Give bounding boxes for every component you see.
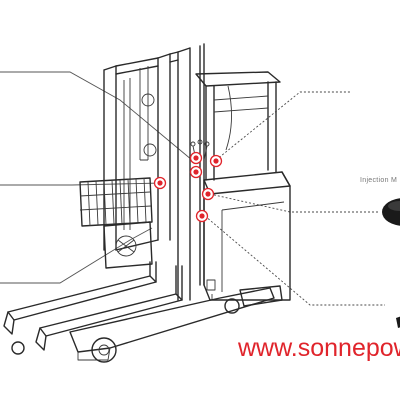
fork-right-tip bbox=[35, 327, 47, 351]
leader-line-bottom-right bbox=[204, 215, 385, 306]
rear-foot bbox=[239, 285, 283, 307]
fork-shank-left bbox=[149, 261, 157, 283]
fork-carriage bbox=[103, 221, 153, 269]
chain-pulley bbox=[141, 93, 155, 107]
marker bbox=[189, 151, 203, 165]
marker bbox=[195, 209, 209, 223]
bottom-part-icon bbox=[396, 316, 400, 328]
mast-top-crossbar-right bbox=[169, 51, 179, 63]
chassis-body bbox=[203, 171, 291, 301]
leader-line-top-right bbox=[215, 91, 350, 161]
mast-left-outer bbox=[103, 65, 117, 251]
forklift-drawing bbox=[3, 43, 291, 363]
lever-knob bbox=[204, 141, 210, 147]
fork-right bbox=[39, 293, 183, 337]
guard-post-rear bbox=[267, 81, 277, 173]
fork-wheel bbox=[11, 341, 25, 355]
lift-chain bbox=[123, 78, 131, 230]
carriage-roller-spokes bbox=[117, 239, 135, 253]
load-backrest bbox=[79, 177, 153, 227]
marker bbox=[153, 176, 167, 190]
drive-wheel bbox=[224, 298, 240, 314]
marker bbox=[209, 154, 223, 168]
carriage-roller bbox=[115, 235, 137, 257]
leader-line-middle-right bbox=[209, 193, 380, 213]
front-wheel bbox=[91, 337, 117, 363]
overhead-guard bbox=[195, 71, 281, 87]
callout-label: Injection M bbox=[360, 177, 397, 184]
leader-line-top-left bbox=[0, 71, 193, 161]
mast-left-inner bbox=[157, 53, 171, 241]
chassis-vent bbox=[206, 279, 216, 291]
lever-knob bbox=[190, 141, 196, 147]
marker bbox=[189, 165, 203, 179]
backrest-rails bbox=[79, 191, 152, 211]
mast-top-crossbar bbox=[115, 57, 159, 75]
leader-line-bottom-left bbox=[0, 227, 153, 284]
backrest-grille bbox=[87, 177, 147, 227]
fork-left-tip bbox=[3, 311, 15, 335]
injection-molded-part-icon bbox=[382, 198, 400, 226]
fork-shank-right bbox=[175, 265, 183, 301]
marker bbox=[201, 187, 215, 201]
guard-bars bbox=[213, 95, 269, 113]
chain-pulley-lower bbox=[143, 143, 157, 157]
lever-knob bbox=[197, 139, 203, 145]
chassis-panel bbox=[221, 201, 285, 292]
leader-line-middle-left bbox=[0, 182, 163, 186]
website-watermark: www.sonnepow bbox=[237, 334, 400, 362]
marker-group bbox=[153, 151, 223, 223]
mast-right-outer bbox=[177, 47, 191, 301]
chassis-top bbox=[203, 171, 291, 195]
leader-lines bbox=[0, 71, 385, 306]
lift-cylinder bbox=[139, 66, 149, 161]
front-wheel-hub bbox=[98, 344, 110, 356]
operator-handle bbox=[225, 85, 233, 151]
